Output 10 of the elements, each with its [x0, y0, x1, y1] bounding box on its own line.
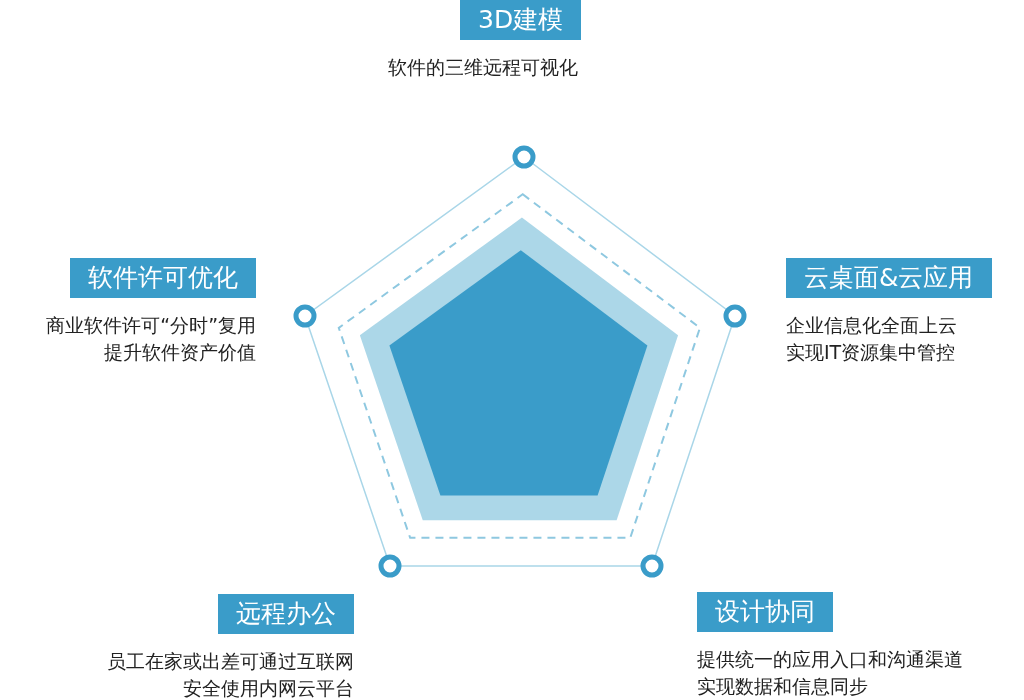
feature-heading: 软件许可优化 — [70, 258, 256, 298]
feature-heading: 3D建模 — [460, 0, 582, 40]
feature-description: 员工在家或出差可通过互联网安全使用内网云平台 — [106, 649, 354, 700]
feature-heading: 云桌面&云应用 — [786, 258, 992, 298]
feature-description: 企业信息化全面上云实现IT资源集中管控 — [786, 313, 958, 365]
feature-heading: 设计协同 — [697, 592, 833, 632]
feature-heading: 远程办公 — [218, 594, 354, 634]
feature-description: 提供统一的应用入口和沟通渠道实现数据和信息同步 — [697, 647, 964, 699]
feature-description: 商业软件许可“分时”复用提升软件资产价值 — [45, 313, 256, 365]
feature-description: 软件的三维远程可视化 — [388, 55, 579, 80]
